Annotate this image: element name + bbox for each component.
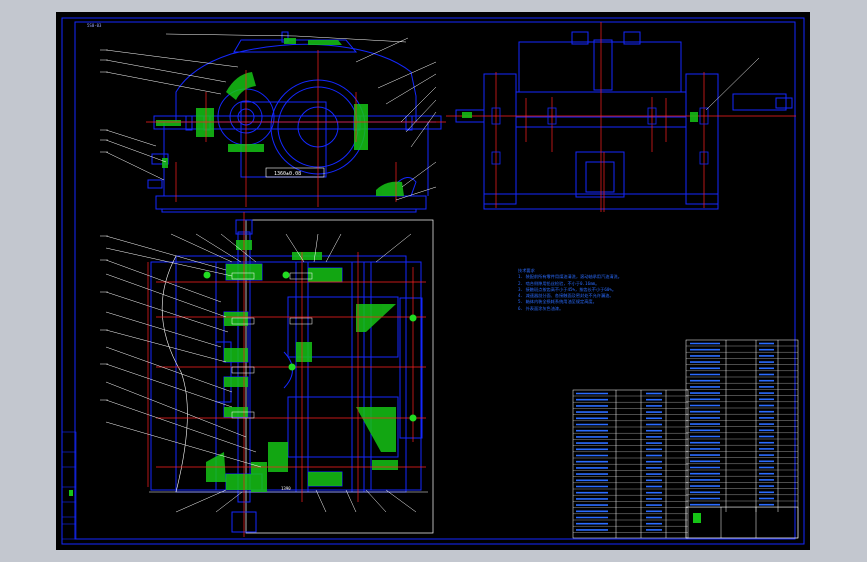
section-view-labels bbox=[231, 272, 313, 419]
section-view-leaders bbox=[100, 233, 417, 513]
section-view-centerlines bbox=[147, 212, 426, 537]
side-view-bolts bbox=[491, 107, 709, 165]
sheet-code: 5S0-03 bbox=[87, 23, 102, 28]
dimension-center-distance: 1360±0.08 bbox=[274, 171, 301, 177]
technical-requirement-line: 5. 箱体内装全损耗系统用油至规定高度。 bbox=[518, 299, 597, 305]
front-view-leaders bbox=[100, 33, 437, 201]
side-view-leaders bbox=[705, 57, 760, 111]
technical-requirement-line: 6. 外表面涂灰色油漆。 bbox=[518, 305, 564, 311]
technical-requirement-line: 3. 接触斑点按齿高不小于45%，按齿长不小于60%。 bbox=[518, 286, 617, 292]
title-block-green-mark bbox=[693, 513, 701, 523]
side-view-centerlines bbox=[446, 22, 796, 212]
strip-green-mark bbox=[69, 490, 73, 496]
technical-requirement-line: 2. 啮合侧隙用铅丝检验，不小于0.16mm。 bbox=[518, 280, 600, 286]
left-title-strip bbox=[61, 431, 77, 540]
parts-list-rows bbox=[573, 342, 798, 533]
side-view-hatch bbox=[462, 112, 698, 122]
technical-requirements: 技术要求 1. 装配前所有零件用煤油清洗，滚动轴承用汽油清洗。 2. 啮合侧隙用… bbox=[518, 268, 688, 312]
dimension-base-length: 1390 bbox=[281, 486, 291, 491]
cad-viewport[interactable]: 1360±0.08 bbox=[56, 12, 810, 550]
outer-frame bbox=[61, 17, 805, 545]
assembly-drawing[interactable]: 1360±0.08 bbox=[56, 12, 810, 550]
technical-requirements-title: 技术要求 bbox=[518, 268, 535, 273]
parts-list bbox=[572, 339, 799, 539]
front-view-centerlines bbox=[146, 50, 446, 207]
side-view bbox=[455, 31, 793, 210]
front-view-hatch bbox=[156, 38, 404, 196]
technical-requirement-line: 4. 减速器剖分面、各接触面及密封处不允许漏油。 bbox=[518, 293, 614, 299]
technical-requirement-line: 1. 装配前所有零件用煤油清洗，滚动轴承用汽油清洗。 bbox=[518, 274, 622, 280]
inner-frame bbox=[74, 21, 796, 540]
section-view-markers bbox=[203, 271, 417, 422]
